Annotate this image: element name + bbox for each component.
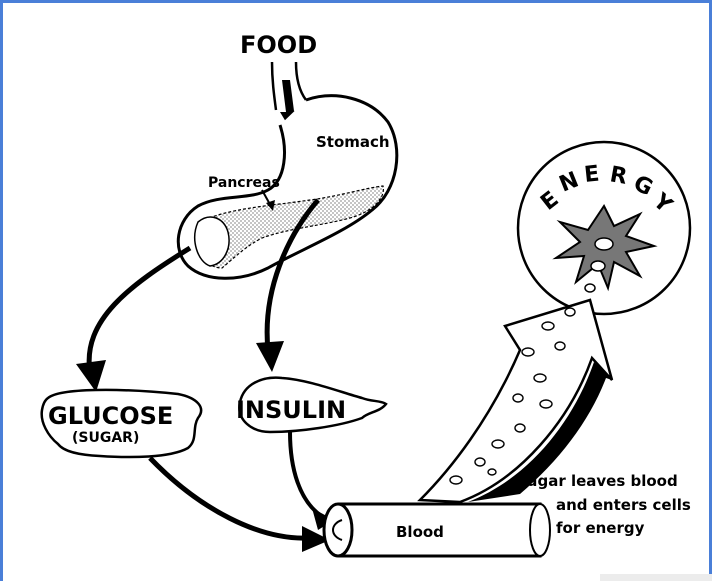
insulin-label: INSULIN — [236, 396, 346, 424]
note-line-2: and enters cells — [556, 496, 691, 514]
food-label: FOOD — [240, 31, 317, 59]
note-line-1: Sugar leaves blood — [516, 472, 678, 490]
sugar-label: (SUGAR) — [72, 430, 139, 446]
glucose-label: GLUCOSE — [48, 402, 173, 430]
stomach-label: Stomach — [316, 133, 390, 151]
pancreas-label: Pancreas — [208, 175, 280, 191]
arrow-to-glucose — [76, 248, 190, 392]
svg-text:E: E — [583, 162, 601, 188]
note-line-3: for energy — [556, 519, 645, 537]
blood-label: Blood — [396, 523, 444, 541]
bottom-strip — [600, 574, 712, 581]
